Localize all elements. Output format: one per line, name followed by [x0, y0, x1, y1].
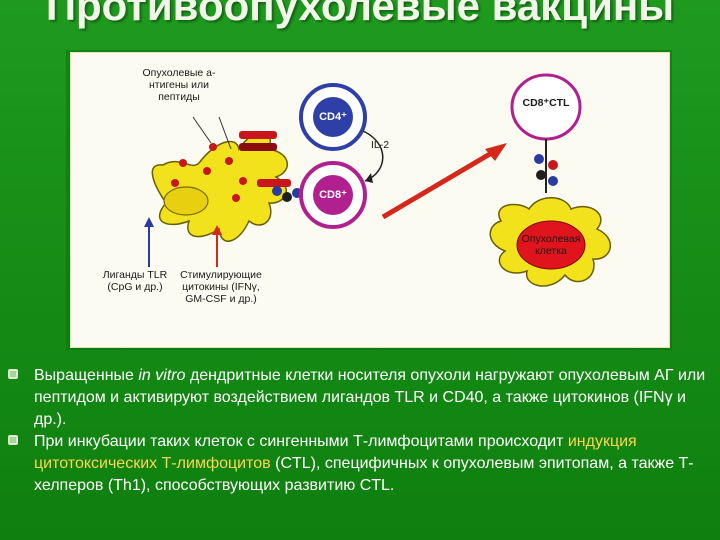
mhc-complex: [239, 143, 277, 151]
label-cd8: CD8⁺: [319, 189, 347, 201]
cd8-nucleus: [313, 175, 353, 215]
bullet-marker-icon: [8, 435, 18, 445]
label-cd4: CD4⁺: [319, 111, 347, 123]
antigen-dot: [225, 157, 233, 165]
activation-arrow: [381, 148, 497, 220]
mhc-complex: [257, 179, 291, 187]
tumor-nucleus: [516, 220, 586, 270]
il2-arrowhead: [365, 173, 373, 183]
antigen-dot: [239, 177, 247, 185]
diagram-canvas: [144, 73, 612, 287]
bullet-1-italic: in vitro: [138, 367, 186, 384]
activation-arrowhead: [485, 143, 507, 161]
bullet-1-pre: Выращенные: [34, 367, 139, 384]
antigen-dot: [179, 159, 187, 167]
slide-title: Противоопухолевые вакцины: [45, 0, 675, 29]
antigen-dot: [232, 194, 240, 202]
label-il2: IL-2: [371, 139, 390, 151]
mhc-complex: [239, 131, 277, 139]
antigen-dot: [171, 179, 179, 187]
bullet-1-post: дендритные клетки носителя опухоли нагру…: [34, 367, 706, 428]
dendritic-nucleus: [163, 186, 209, 216]
tcr-dot: [536, 170, 546, 180]
tcr-dot: [534, 154, 544, 164]
bullet-marker-icon: [8, 369, 18, 379]
antigen-pointer-line: [192, 116, 212, 144]
cytokine-arrowhead: [212, 225, 222, 235]
antigen-dot: [203, 167, 211, 175]
receptor-dot: [282, 192, 292, 202]
bullet-2-pre: При инкубации таких клеток с сингенными …: [34, 433, 568, 450]
label-tumor-cell: Опухолевая клетка: [521, 233, 581, 257]
receptor-dot: [272, 186, 282, 196]
bullet-item-1: Выращенные in vitro дендритные клетки но…: [8, 365, 716, 431]
antigen-dot: [209, 143, 217, 151]
tlr-ligand-arrowhead: [144, 217, 154, 227]
bullet-2-highlight: индукция цитотоксических Т-лимфоцитов: [34, 433, 637, 472]
label-tlr-ligands: Лиганды TLR (CpG и др.): [102, 269, 168, 293]
label-antigens: Опухолевые а-нтигены или пептиды: [142, 67, 216, 103]
label-cd8ctl: CD8⁺CTL: [522, 97, 570, 109]
bullet-list: Выращенные in vitro дендритные клетки но…: [8, 365, 716, 497]
bullet-2-post: (CTL), специфичных к опухолевым эпитопам…: [34, 455, 694, 494]
label-stim-cytokines: Стимулирующие цитокины (IFNγ, GM-CSF и д…: [180, 269, 262, 305]
figure-panel: Опухолевые а-нтигены или пептиды CD4⁺ IL…: [70, 52, 670, 348]
cd4-nucleus: [313, 97, 353, 137]
antigen-pointer-line: [218, 116, 232, 150]
tcr-dot: [548, 176, 558, 186]
tcr-dot: [548, 160, 558, 170]
bullet-item-2: При инкубации таких клеток с сингенными …: [8, 431, 716, 497]
